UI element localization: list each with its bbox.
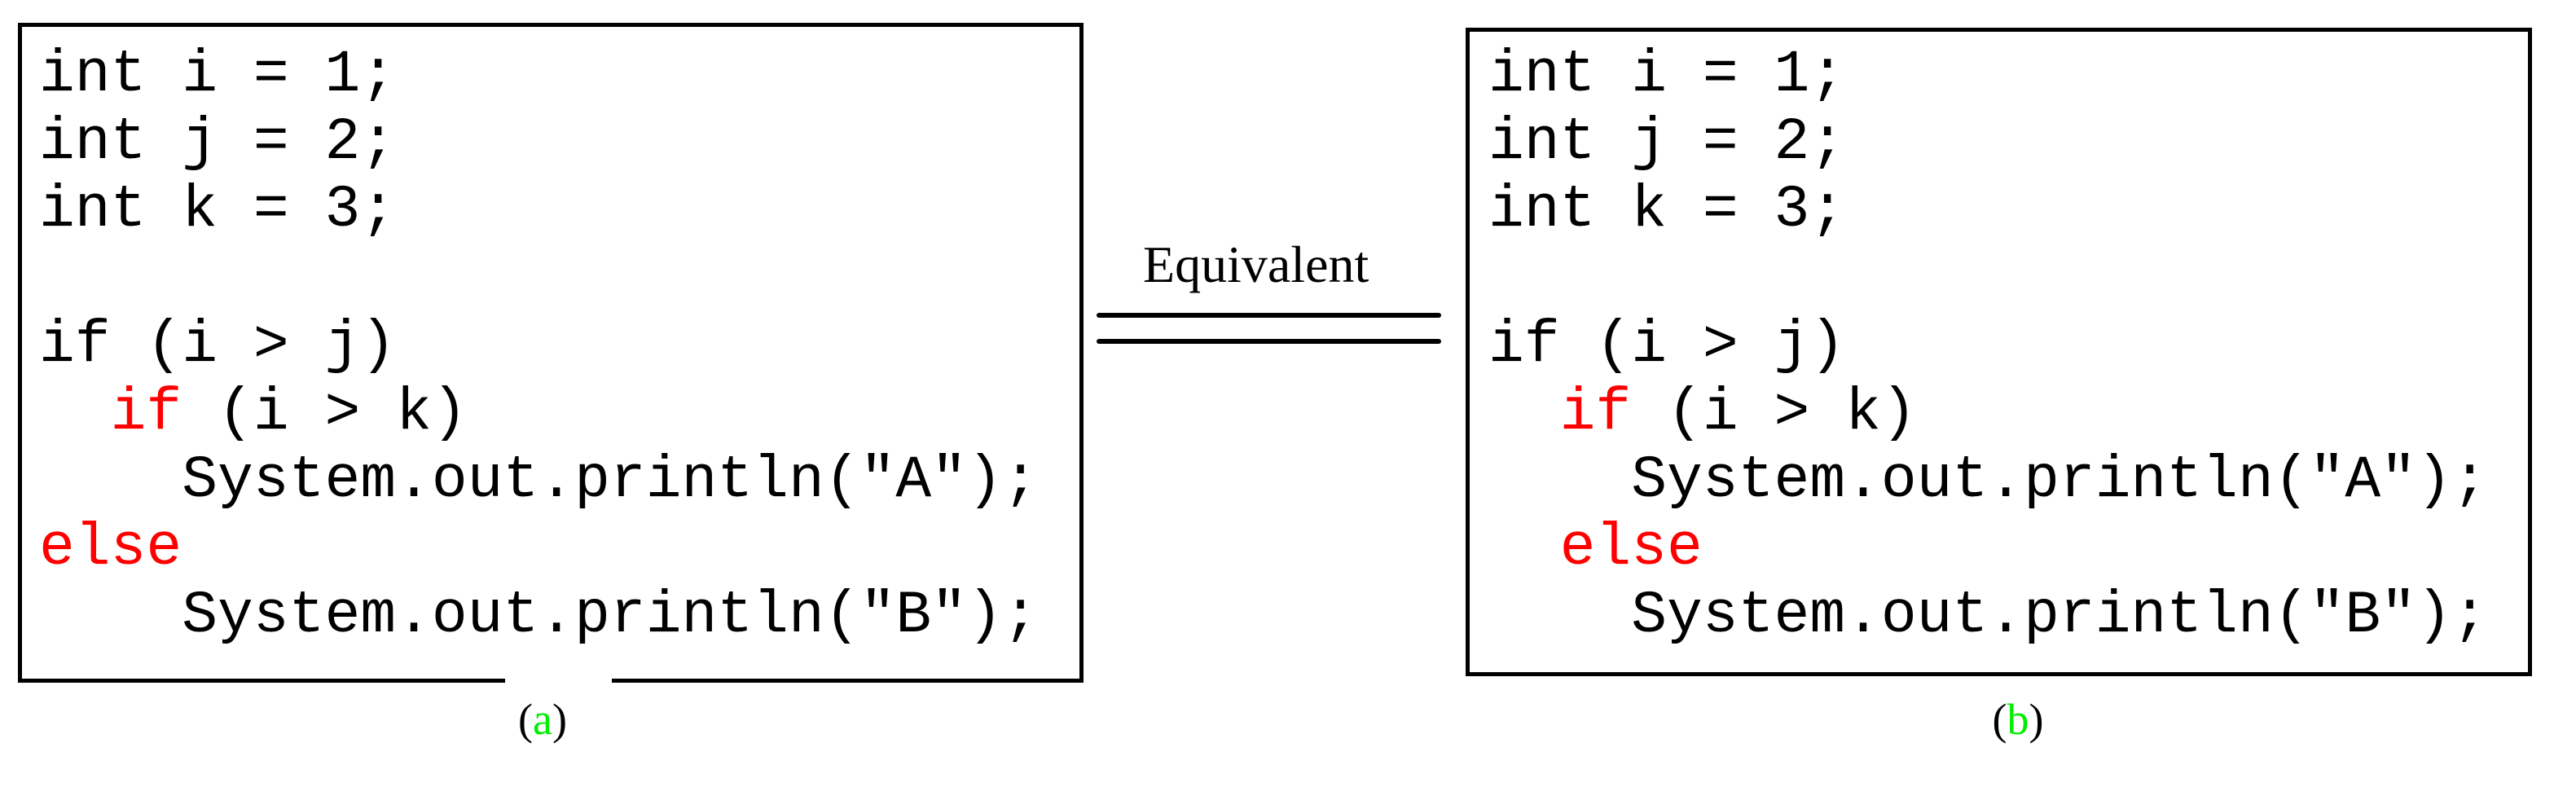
- code-line: System.out.println("A");: [1488, 446, 2488, 514]
- code-line: if (i > j): [1488, 311, 2488, 379]
- code-line: int k = 3;: [1488, 176, 2488, 244]
- code-block-b: int i = 1;int j = 2;int k = 3; if (i > j)…: [1488, 41, 2488, 649]
- code-token: [39, 379, 111, 446]
- label-paren-open: (: [1992, 695, 2007, 744]
- code-token: (i > k): [1631, 379, 1917, 446]
- code-token: int i = 1;: [1488, 41, 1846, 108]
- code-line: [39, 244, 1039, 311]
- code-token: [1488, 379, 1560, 446]
- code-line: System.out.println("B");: [39, 582, 1039, 649]
- code-token: int k = 3;: [39, 176, 397, 244]
- panel-label-b: (b): [1993, 694, 2044, 745]
- code-token: [1488, 514, 1560, 582]
- code-token: int j = 2;: [39, 108, 397, 176]
- equals-line-top: [1097, 313, 1441, 318]
- label-paren-close: ): [552, 695, 567, 744]
- code-token: int k = 3;: [1488, 176, 1846, 244]
- code-token: int i = 1;: [39, 41, 397, 108]
- code-token: System.out.println("A");: [39, 446, 1039, 514]
- keyword-token: else: [1559, 514, 1703, 582]
- label-letter: a: [533, 695, 552, 744]
- code-line: int i = 1;: [39, 41, 1039, 108]
- label-letter: b: [2007, 695, 2029, 744]
- code-panel-a: int i = 1;int j = 2;int k = 3; if (i > j)…: [18, 23, 1084, 685]
- equivalent-label: Equivalent: [1143, 235, 1369, 293]
- code-token: System.out.println("B");: [1488, 582, 2488, 649]
- keyword-token: if: [1559, 379, 1632, 446]
- code-line: if (i > j): [39, 311, 1039, 379]
- code-block-a: int i = 1;int j = 2;int k = 3; if (i > j)…: [39, 41, 1039, 649]
- code-line: System.out.println("B");: [1488, 582, 2488, 649]
- code-line: int k = 3;: [39, 176, 1039, 244]
- border-notch: [505, 675, 612, 685]
- code-line: [1488, 244, 2488, 311]
- code-line: if (i > k): [1488, 379, 2488, 446]
- code-line: System.out.println("A");: [39, 446, 1039, 514]
- label-paren-open: (: [518, 695, 534, 744]
- equals-line-bottom: [1097, 339, 1441, 344]
- panel-label-a: (a): [518, 694, 567, 745]
- code-line: if (i > k): [39, 379, 1039, 446]
- code-token: if (i > j): [39, 311, 397, 379]
- code-line: int i = 1;: [1488, 41, 2488, 108]
- code-line: else: [39, 514, 1039, 582]
- code-token: (i > k): [182, 379, 468, 446]
- code-token: int j = 2;: [1488, 108, 1846, 176]
- code-token: if (i > j): [1488, 311, 1846, 379]
- code-panel-b: int i = 1;int j = 2;int k = 3; if (i > j)…: [1466, 28, 2532, 676]
- keyword-token: if: [110, 379, 182, 446]
- code-line: int j = 2;: [39, 108, 1039, 176]
- code-token: System.out.println("B");: [39, 582, 1039, 649]
- code-token: System.out.println("A");: [1488, 446, 2488, 514]
- code-line: else: [1488, 514, 2488, 582]
- code-line: int j = 2;: [1488, 108, 2488, 176]
- keyword-token: else: [39, 514, 182, 582]
- label-paren-close: ): [2029, 695, 2044, 744]
